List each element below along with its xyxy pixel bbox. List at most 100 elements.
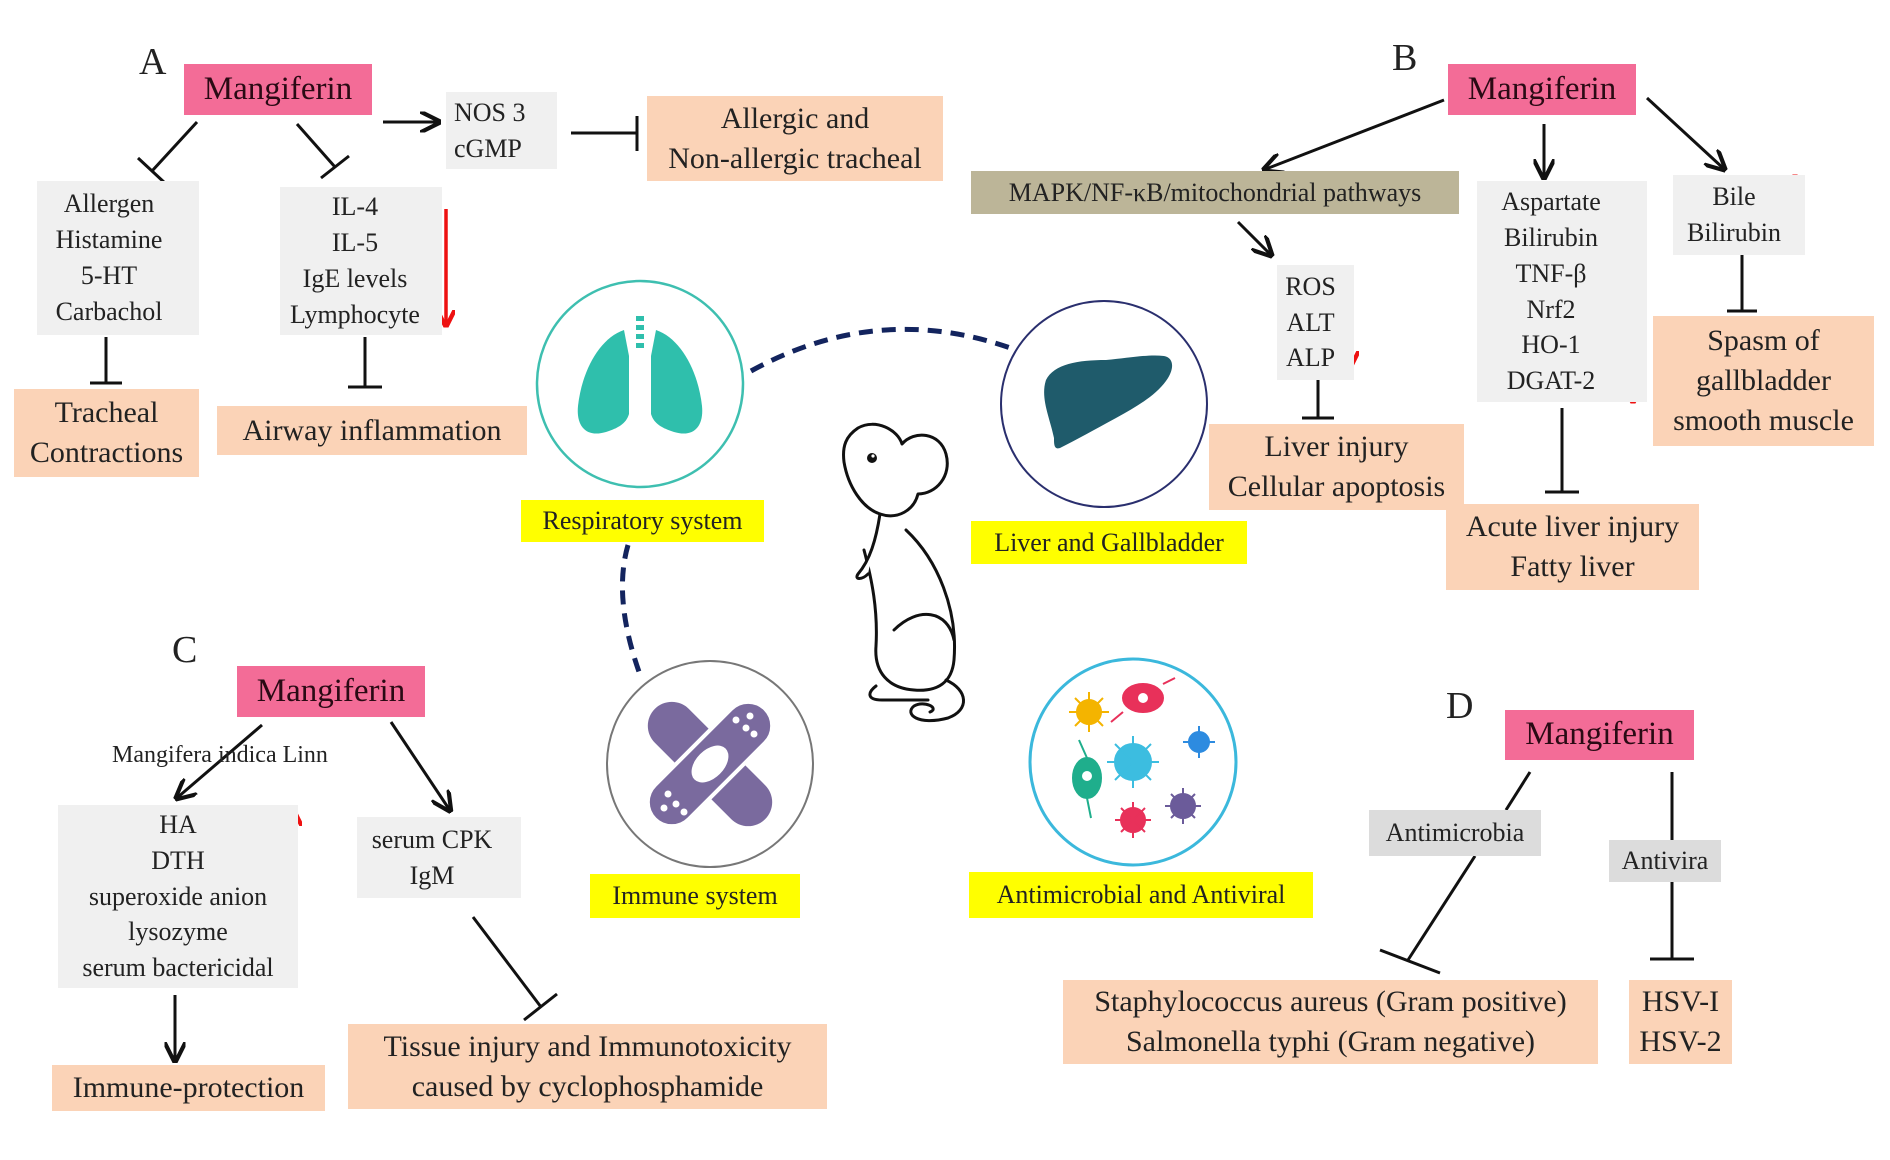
immune-protection-outcome-box: Immune-protection <box>52 1065 325 1111</box>
bandage-icon <box>645 699 775 829</box>
allergen-box: Allergen Histamine 5-HT Carbachol <box>37 181 199 335</box>
aspartate-item: Bilirubin <box>1504 222 1598 252</box>
immune-marker-item: serum bactericidal <box>82 953 274 983</box>
inhibit-bar-tissue <box>523 992 558 1022</box>
interleukin-item: IL-4 <box>331 192 379 222</box>
antivira-tag: Antivira <box>1609 840 1721 882</box>
panel-label-c: C <box>172 629 198 671</box>
mangiferin-root-d: Mangiferin <box>1505 710 1694 760</box>
bacteria-line: Staphylococcus aureus (Gram positive) <box>1094 985 1567 1019</box>
respiratory-circle <box>535 279 745 489</box>
ros-item: ALT <box>1286 307 1335 337</box>
inhibit-line-antimicrobia <box>1406 855 1477 961</box>
immune-marker-item: lysozyme <box>128 917 228 947</box>
source-note: Mangifera indica Linn <box>112 742 328 768</box>
arrow-to-bile <box>1645 96 1723 168</box>
serum-box: serum CPK IgM <box>357 817 521 898</box>
allergen-item: Carbachol <box>55 296 163 326</box>
allergen-item: Allergen <box>63 189 155 219</box>
bacteria-outcome-box: Staphylococcus aureus (Gram positive) Sa… <box>1063 980 1598 1064</box>
immune-markers-box: HA DTH superoxide anion lysozyme serum b… <box>58 805 298 988</box>
tracheal-line: Tracheal <box>54 396 159 430</box>
allergic-line: Non-allergic tracheal <box>668 141 922 175</box>
spasm-line: gallbladder <box>1696 364 1831 398</box>
bile-box: Bile Bilirubin <box>1673 175 1805 255</box>
panel-label-b: B <box>1392 37 1418 79</box>
tracheal-outcome-box: Tracheal Contractions <box>14 389 199 477</box>
liver-injury-outcome-box: Liver injury Cellular apoptosis <box>1209 424 1464 510</box>
aspartate-item: Aspartate <box>1501 186 1601 216</box>
bile-item: Bile <box>1712 182 1756 212</box>
virus-icon <box>1069 677 1215 838</box>
immune-marker-item: HA <box>159 809 197 839</box>
panel-label-a: A <box>139 41 167 83</box>
bacteria-line: Salmonella typhi (Gram negative) <box>1125 1025 1536 1058</box>
lungs-icon <box>577 316 703 434</box>
arrow-to-serum <box>389 721 449 809</box>
interleukin-item: Lymphocyte <box>290 299 420 329</box>
spasm-line: Spasm of <box>1707 324 1820 358</box>
immune-system-label: Immune system <box>590 874 800 918</box>
acute-line: Fatty liver <box>1510 550 1635 583</box>
antimicrobia-tag: Antimicrobia <box>1369 810 1541 856</box>
inhibit-line-allergen <box>150 120 199 173</box>
mangiferin-root-c: Mangiferin <box>237 666 425 717</box>
liver-injury-line: Cellular apoptosis <box>1227 470 1446 503</box>
allergic-line: Allergic and <box>720 101 870 135</box>
airway-outcome-box: Airway inflammation <box>217 406 527 455</box>
interleukin-box: IL-4 IL-5 IgE levels Lymphocyte <box>280 187 442 335</box>
arrow-to-pathway <box>1266 98 1445 169</box>
spasm-outcome-box: Spasm of gallbladder smooth muscle <box>1653 316 1874 446</box>
pathway-box: MAPK/NF-κB/mitochondrial pathways <box>971 171 1459 214</box>
liver-gallbladder-label: Liver and Gallbladder <box>971 521 1247 564</box>
interleukin-item: IgE levels <box>302 264 408 293</box>
serum-item: serum CPK <box>371 824 493 854</box>
arrow-to-ros <box>1236 220 1270 254</box>
spasm-line: smooth muscle <box>1673 403 1854 437</box>
ros-item: ROS <box>1285 271 1336 301</box>
antimicrobial-circle <box>1028 657 1238 867</box>
virus-line: HSV-2 <box>1639 1025 1722 1058</box>
ros-box: ROS ALT ALP <box>1277 265 1354 380</box>
virus-line: HSV-I <box>1641 985 1720 1019</box>
tracheal-line: Contractions <box>29 436 184 469</box>
bile-item: Bilirubin <box>1687 218 1781 247</box>
tissue-injury-outcome-box: Tissue injury and Immunotoxicity caused … <box>348 1024 827 1109</box>
liver-circle <box>1000 300 1208 508</box>
arrow-to-immune-markers <box>178 723 263 797</box>
dashed-link-respiratory-immune <box>619 544 645 681</box>
aspartate-item: DGAT-2 <box>1506 366 1596 396</box>
inhibit-bar-antimicrobia <box>1379 948 1441 975</box>
ros-item: ALP <box>1285 343 1336 373</box>
mangiferin-root-b: Mangiferin <box>1448 64 1636 115</box>
nos-item: NOS 3 <box>454 97 526 127</box>
immune-marker-item: DTH <box>151 845 205 875</box>
mouse-icon <box>842 422 965 723</box>
panel-label-d: D <box>1446 685 1474 727</box>
immune-circle <box>606 660 814 868</box>
antimicrobial-antiviral-label: Antimicrobial and Antiviral <box>969 872 1313 918</box>
inhibit-bar-allergen <box>136 156 168 186</box>
liver-icon <box>1044 355 1173 449</box>
nos-box: NOS 3 cGMP <box>446 92 557 169</box>
inhibit-line-interleukin <box>295 123 337 168</box>
inhibit-bar-interleukin <box>320 154 350 180</box>
aspartate-item: Nrf2 <box>1526 294 1576 324</box>
allergic-outcome-box: Allergic and Non-allergic tracheal <box>647 96 943 181</box>
virus-outcome-box: HSV-I HSV-2 <box>1629 980 1732 1064</box>
aspartate-box: Aspartate Bilirubin TNF-β Nrf2 HO-1 DGAT… <box>1477 181 1647 402</box>
dashed-link-respiratory-liver <box>749 326 1017 374</box>
respiratory-system-label: Respiratory system <box>521 500 764 542</box>
aspartate-item: HO-1 <box>1521 330 1581 360</box>
liver-injury-line: Liver injury <box>1264 430 1409 464</box>
serum-item: IgM <box>409 860 455 890</box>
mangiferin-root-a: Mangiferin <box>184 64 372 115</box>
inhibit-line-antimicrobia-top <box>1504 771 1532 811</box>
tissue-line: Tissue injury and Immunotoxicity <box>383 1029 792 1063</box>
aspartate-item: TNF-β <box>1515 258 1587 288</box>
allergen-item: Histamine <box>55 225 163 255</box>
tissue-line: caused by cyclophosphamide <box>411 1069 764 1103</box>
interleukin-item: IL-5 <box>331 228 379 258</box>
acute-outcome-box: Acute liver injury Fatty liver <box>1446 504 1699 590</box>
inhibit-line-tissue <box>471 916 543 1008</box>
